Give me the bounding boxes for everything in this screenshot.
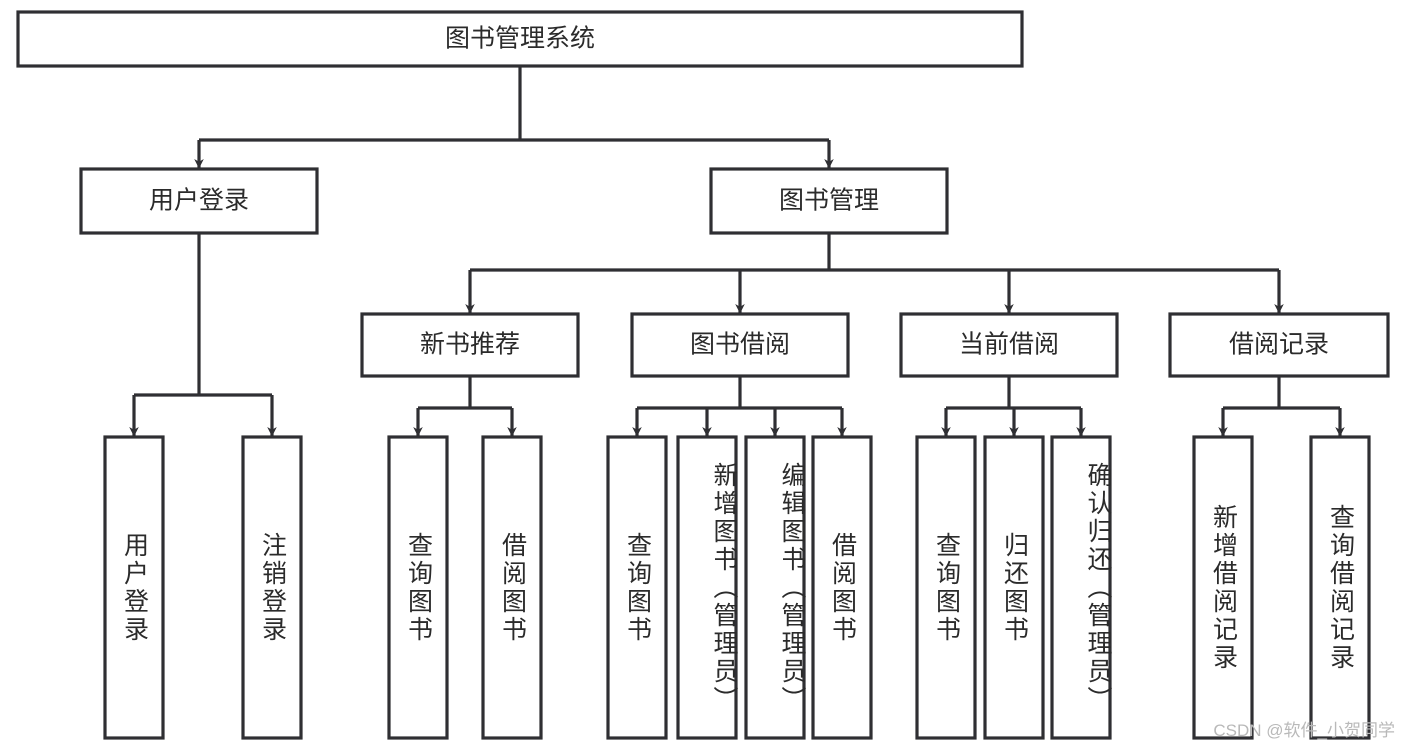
node-label-book-borrow: 图书借阅 xyxy=(690,331,790,359)
node-label-user-login: 用户登录 xyxy=(149,187,249,215)
node-box-leaf-query-book-2[interactable] xyxy=(606,435,668,740)
node-box-borrow-record[interactable] xyxy=(1168,312,1390,378)
node-box-user-login[interactable] xyxy=(79,167,319,235)
node-box-leaf-query-book-1[interactable] xyxy=(387,435,449,740)
node-box-leaf-add-book-admin[interactable] xyxy=(676,435,738,740)
node-label-root: 图书管理系统 xyxy=(445,25,595,53)
node-box-leaf-query-book-3[interactable] xyxy=(915,435,977,740)
csdn-watermark: CSDN @软件_小贺同学 xyxy=(1213,721,1395,740)
node-box-leaf-borrow-book-1[interactable] xyxy=(481,435,543,740)
node-box-leaf-edit-book-admin[interactable] xyxy=(744,435,806,740)
node-label-new-book-recommend: 新书推荐 xyxy=(420,331,520,359)
node-box-book-borrow[interactable] xyxy=(630,312,850,378)
node-box-leaf-logout-login[interactable] xyxy=(241,435,303,740)
node-box-current-borrow[interactable] xyxy=(899,312,1119,378)
node-box-leaf-user-login[interactable] xyxy=(103,435,165,740)
connector-edges xyxy=(129,66,1345,437)
node-box-new-book-recommend[interactable] xyxy=(360,312,580,378)
node-box-book-manage[interactable] xyxy=(709,167,949,235)
node-label-borrow-record: 借阅记录 xyxy=(1229,331,1329,359)
node-box-leaf-return-book[interactable] xyxy=(983,435,1045,740)
node-box-root[interactable] xyxy=(16,10,1024,68)
node-box-leaf-borrow-book-2[interactable] xyxy=(811,435,873,740)
node-box-leaf-add-borrow-record[interactable] xyxy=(1192,435,1254,740)
node-label-current-borrow: 当前借阅 xyxy=(959,331,1059,359)
node-label-book-manage: 图书管理 xyxy=(779,187,879,215)
node-box-leaf-query-borrow-record[interactable] xyxy=(1309,435,1371,740)
node-box-leaf-confirm-return[interactable] xyxy=(1050,435,1112,740)
